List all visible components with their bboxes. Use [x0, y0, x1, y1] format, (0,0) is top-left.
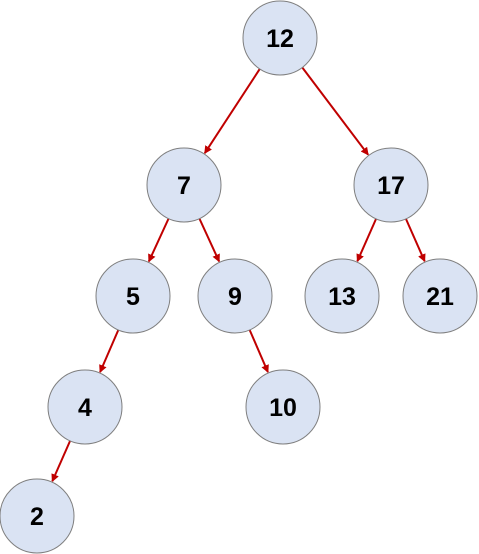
- node-circle: [245, 369, 321, 445]
- node-label: 21: [426, 283, 454, 311]
- edge-arrow-12-to-7: [203, 68, 261, 155]
- node-circle: [146, 147, 222, 223]
- edge-arrow-4-to-2: [51, 440, 72, 483]
- edge-arrow-7-to-5: [147, 218, 170, 263]
- tree-node-9: 9: [197, 258, 273, 334]
- edge-arrow-12-to-17: [301, 66, 369, 156]
- tree-node-10: 10: [245, 369, 321, 445]
- edge-arrow-5-to-4: [99, 329, 120, 374]
- node-circle: [0, 478, 75, 554]
- node-circle: [47, 369, 123, 445]
- node-label: 12: [266, 25, 294, 53]
- node-circle: [197, 258, 273, 334]
- tree-node-4: 4: [47, 369, 123, 445]
- tree-node-17: 17: [353, 147, 429, 223]
- node-label: 4: [78, 394, 92, 422]
- edge-arrow-7-to-9: [198, 218, 221, 263]
- tree-node-21: 21: [402, 258, 478, 334]
- edge-arrow-9-to-10: [248, 329, 269, 374]
- edges-layer: [51, 66, 426, 483]
- tree-node-13: 13: [304, 258, 380, 334]
- node-label: 13: [328, 283, 356, 311]
- tree-node-5: 5: [95, 258, 171, 334]
- node-circle: [353, 147, 429, 223]
- node-circle: [95, 258, 171, 334]
- tree-node-2: 2: [0, 478, 75, 554]
- tree-node-12: 12: [242, 0, 318, 76]
- node-label: 2: [30, 503, 44, 531]
- node-label: 7: [177, 172, 191, 200]
- node-circle: [304, 258, 380, 334]
- node-circle: [242, 0, 318, 76]
- node-label: 9: [228, 283, 242, 311]
- node-label: 17: [377, 172, 405, 200]
- edge-arrow-17-to-21: [405, 218, 426, 263]
- node-label: 5: [126, 283, 140, 311]
- edge-arrow-17-to-13: [356, 218, 377, 263]
- node-circle: [402, 258, 478, 334]
- tree-node-7: 7: [146, 147, 222, 223]
- node-label: 10: [269, 394, 297, 422]
